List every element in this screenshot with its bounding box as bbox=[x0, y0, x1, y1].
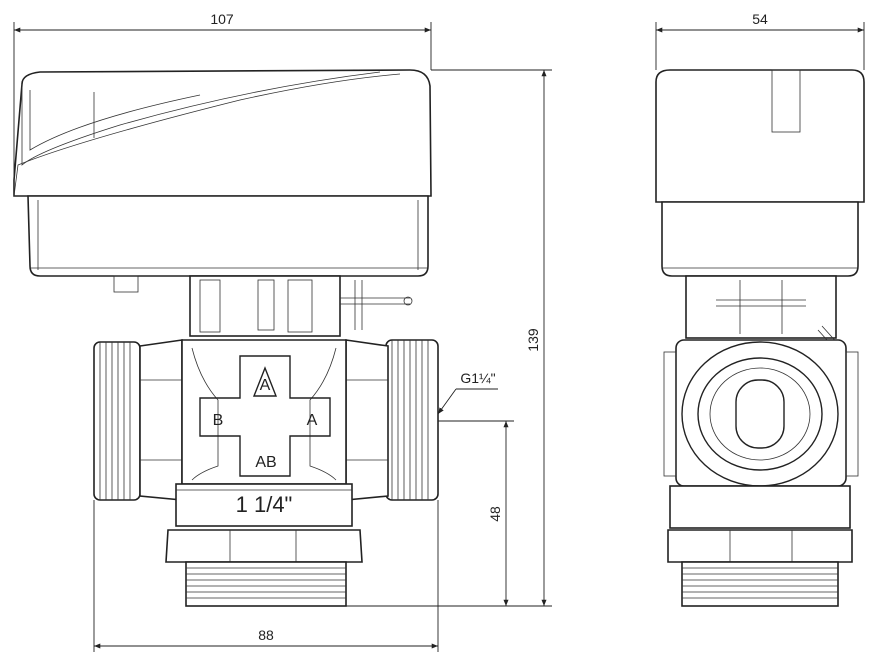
actuator-housing bbox=[13, 69, 432, 277]
dimension-88: 88 bbox=[93, 500, 439, 652]
port-label-b: B bbox=[213, 412, 224, 429]
thread-callout-label: G1¼" bbox=[460, 370, 495, 386]
port-label-a: A bbox=[307, 412, 318, 429]
valve-body bbox=[93, 339, 439, 607]
port-label-a-top: A bbox=[260, 377, 271, 394]
dim-label-width-total: 107 bbox=[210, 11, 234, 27]
dimension-54: 54 bbox=[655, 11, 865, 70]
dim-label-width-valve: 88 bbox=[258, 627, 274, 643]
size-marking: 1 1/4" bbox=[236, 492, 293, 517]
port-label-ab: AB bbox=[255, 454, 276, 471]
dim-label-height-port: 48 bbox=[487, 506, 503, 522]
dimension-48: 48 bbox=[438, 420, 514, 606]
dimension-107: 107 bbox=[13, 11, 432, 180]
front-view: A B A AB 1 1/4" bbox=[13, 69, 439, 607]
dim-label-side-width: 54 bbox=[752, 11, 768, 27]
side-view bbox=[655, 69, 865, 607]
coupling-bracket bbox=[113, 275, 413, 337]
dimension-139: 139 bbox=[346, 69, 552, 607]
dim-label-height-total: 139 bbox=[525, 328, 541, 352]
thread-callout: G1¼" bbox=[437, 370, 498, 415]
